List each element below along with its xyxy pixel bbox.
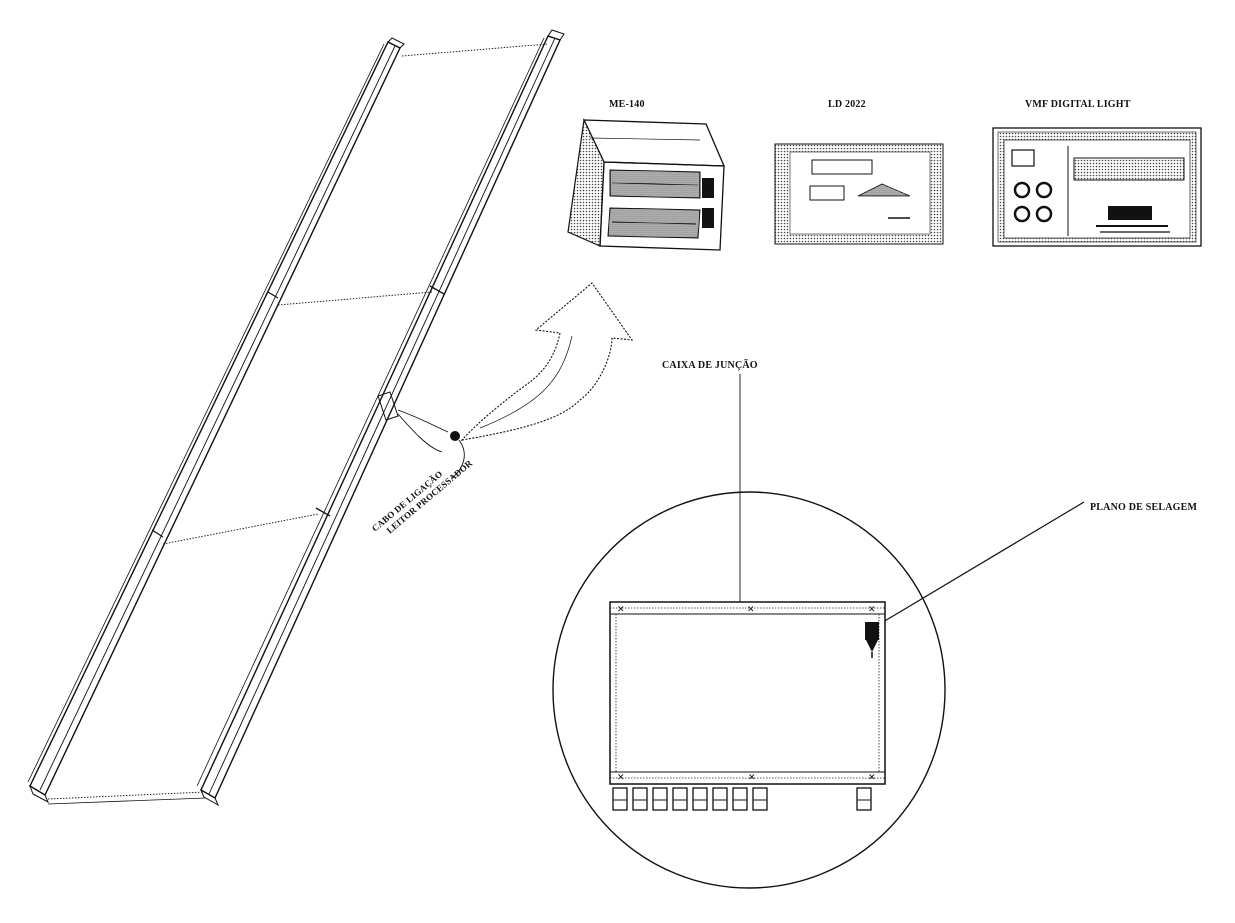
module-c-label: VMF DIGITAL LIGHT <box>1025 99 1131 110</box>
terminal-icon <box>612 787 872 811</box>
indicator-module-c: VMF DIGITAL LIGHT <box>992 99 1202 247</box>
cable <box>397 409 465 479</box>
cable-label-line-1: CABO DE LIGAÇÃO <box>370 469 445 534</box>
detail-circle <box>552 491 946 889</box>
module-a-label: ME-140 <box>609 99 645 110</box>
sealing-plug-icon <box>865 622 879 658</box>
svg-text:✕: ✕ <box>747 604 755 614</box>
screw-icon: ✕ ✕ ✕ ✕ ✕ ✕ <box>617 604 876 782</box>
svg-text:✕: ✕ <box>868 772 876 782</box>
indicator-module-b: LD 2022 <box>774 99 944 245</box>
module-b-label: LD 2022 <box>828 99 866 110</box>
cable-label-line-2: LEITOR PROCESSADOR <box>385 458 475 536</box>
svg-text:✕: ✕ <box>617 604 625 614</box>
junction-box-detail: CAIXA DE JUNÇÃO PLANO DE SELAGEM ✕ ✕ ✕ ✕… <box>552 359 1197 889</box>
svg-text:✕: ✕ <box>868 604 876 614</box>
svg-text:✕: ✕ <box>748 772 756 782</box>
arrow-curved-icon <box>460 282 634 441</box>
junction-box-label: CAIXA DE JUNÇÃO <box>662 359 758 371</box>
seal-plane-label: PLANO DE SELAGEM <box>1090 502 1197 513</box>
platform-scale-icon <box>27 29 565 807</box>
indicator-module-a: ME-140 <box>567 99 726 251</box>
cable-label: CABO DE LIGAÇÃO LEITOR PROCESSADOR <box>370 458 475 536</box>
svg-text:✕: ✕ <box>617 772 625 782</box>
